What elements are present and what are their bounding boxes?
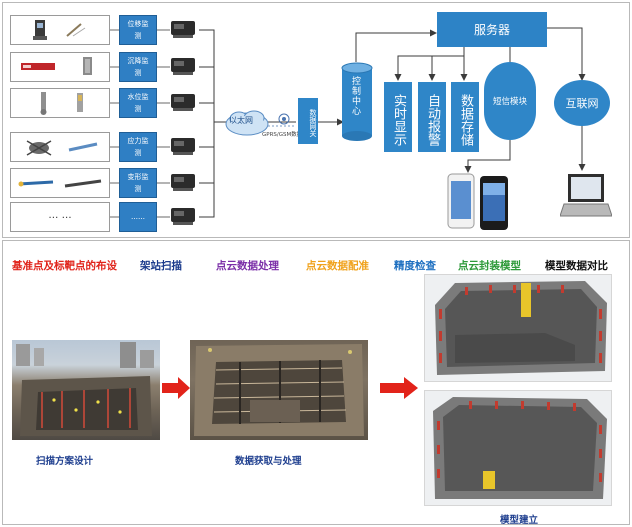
caption-scan-design: 扫描方案设计 — [36, 456, 94, 467]
point-cloud-model-top — [424, 274, 612, 382]
cloud-label: 以太网 — [229, 116, 253, 125]
data-logger-icon — [171, 208, 195, 225]
function-realtime-display: 实时显示 — [384, 82, 412, 152]
server-label: 服务器 — [473, 23, 510, 37]
step-label: 精度检查 — [394, 260, 436, 272]
sensor-box-displacement — [10, 15, 110, 45]
function-label: 实时显示 — [391, 94, 406, 146]
monitor-stress: 应力监测 — [119, 132, 157, 162]
monitor-label: 变形监测 — [127, 173, 149, 193]
excavation-photo — [190, 340, 368, 440]
sensor-box-water-level — [10, 88, 110, 118]
monitor-settlement: 沉降监测 — [119, 52, 157, 82]
excavation-photo-detail — [194, 344, 364, 436]
data-logger-icon — [171, 94, 195, 111]
site-photo-detail — [16, 342, 154, 436]
step-label: 点云数据配准 — [306, 260, 369, 272]
top-connectors — [110, 27, 586, 218]
process-arrow-2 — [380, 377, 418, 399]
sms-module-label: 短信模块 — [492, 97, 527, 107]
caption-acquisition: 数据获取与处理 — [235, 456, 302, 467]
internet-label: 互联网 — [565, 97, 599, 110]
monitor-displacement: 位移监测 — [119, 15, 157, 45]
sensor-box-more: … … — [10, 202, 110, 232]
step-label: 点云数据处理 — [216, 260, 279, 272]
sensor-box-stress — [10, 132, 110, 162]
data-logger-icon — [171, 138, 195, 155]
laptop-icon — [560, 174, 612, 217]
data-logger-icon — [171, 58, 195, 75]
data-logger-icon — [171, 21, 195, 38]
smartphones-icon — [447, 173, 508, 230]
monitor-label: 水位监测 — [127, 93, 149, 113]
monitor-label: …… — [131, 213, 145, 221]
server-node: 服务器 — [437, 12, 547, 47]
step-label: 模型数据对比 — [545, 260, 608, 272]
internet-node: 互联网 — [554, 80, 610, 126]
step-label: 点云封装模型 — [458, 260, 521, 272]
control-center-label: 控制中心 — [350, 76, 360, 116]
sms-module-node: 短信模块 — [484, 62, 536, 140]
monitor-water-level: 水位监测 — [119, 88, 157, 118]
caption-model: 模型建立 — [500, 515, 539, 526]
function-auto-alarm: 自动报警 — [418, 82, 446, 152]
process-arrow-1 — [162, 377, 190, 399]
total-station-icon — [33, 20, 86, 40]
model-render-top — [435, 281, 607, 375]
data-logger-icon — [171, 174, 195, 191]
inclinometer-icon — [18, 179, 102, 188]
ethernet-cloud-icon — [225, 110, 269, 136]
control-center-cylinder — [341, 62, 373, 141]
function-label: 数据存储 — [458, 94, 473, 146]
wireless-label: GPRS/GSM数据 — [262, 132, 303, 138]
monitor-deformation: 变形监测 — [119, 168, 157, 198]
construction-site-photo — [12, 340, 160, 440]
step-label: 架站扫描 — [140, 260, 182, 272]
point-cloud-model-bottom — [424, 390, 612, 506]
gateway-label: 数据网关 — [309, 108, 317, 137]
sensor-placeholder-text: … … — [48, 210, 72, 221]
data-gateway-node: 数据网关 — [298, 98, 318, 144]
stress-meter-icon — [26, 140, 98, 156]
model-render-bottom — [433, 397, 607, 499]
step-label: 基准点及标靶点的布设 — [12, 260, 117, 272]
monitor-label: 沉降监测 — [127, 57, 149, 77]
function-label: 自动报警 — [425, 94, 440, 146]
settlement-gauge-icon — [21, 57, 92, 75]
monitor-more: …… — [119, 202, 157, 232]
monitor-label: 应力监测 — [127, 137, 149, 157]
sensor-box-deformation — [10, 168, 110, 198]
monitor-label: 位移监测 — [127, 20, 149, 40]
water-level-gauge-icon — [40, 92, 83, 115]
sensor-box-settlement — [10, 52, 110, 82]
function-data-storage: 数据存储 — [451, 82, 479, 152]
